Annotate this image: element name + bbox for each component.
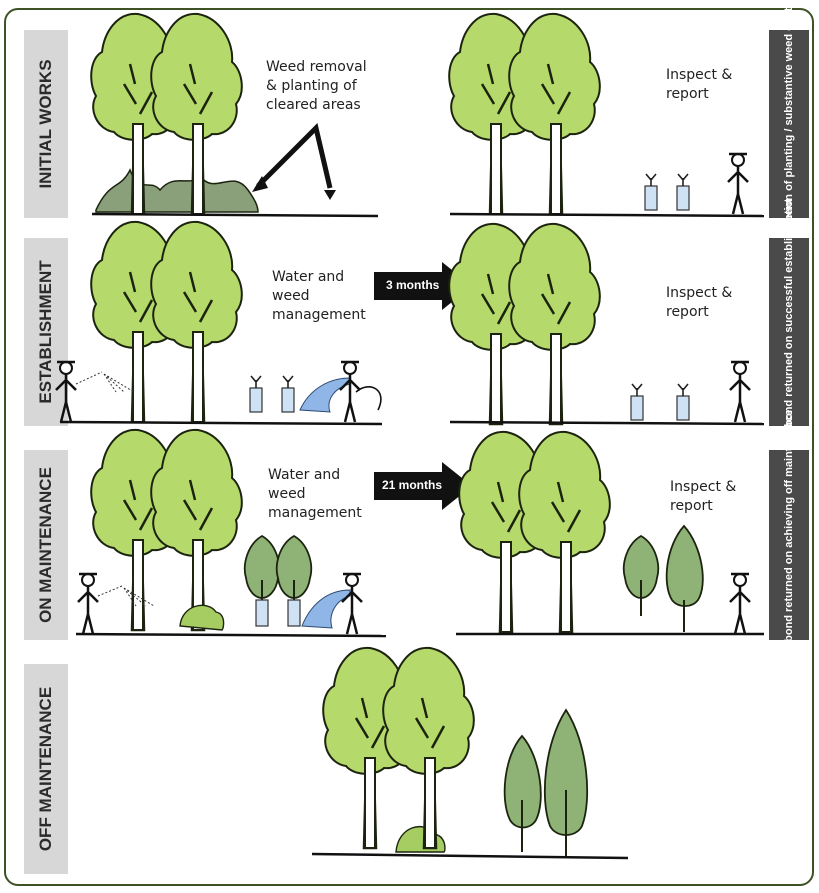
outcome-label-on-maintenance: 10% of bond returned on achieving off ma… [769, 410, 809, 680]
note-inspect-report-3: Inspect & report [670, 479, 737, 514]
outcome-label-establishment: 90% of bond returned on successful estab… [769, 199, 809, 465]
scene-off-maintenance [311, 646, 629, 860]
note-water-weed-2: Water and weed management [268, 467, 362, 521]
stage-label-off-maintenance: OFF MAINTENANCE [24, 664, 68, 874]
arrow-21-months [374, 462, 472, 510]
scene-initial-right [447, 12, 765, 218]
stage-label-initial-works: INITIAL WORKS [24, 30, 68, 218]
note-water-weed-1: Water and weed management [272, 269, 366, 323]
arrow-label-21-months: 21 months [382, 478, 443, 492]
note-inspect-report-1: Inspect & report [666, 67, 733, 102]
stage-label-establishment: ESTABLISHMENT [24, 238, 68, 426]
outcome-label-initial-works: Completion of planting / substantive wee… [769, 0, 809, 254]
note-inspect-report-2: Inspect & report [666, 285, 733, 320]
stage-label-on-maintenance: ON MAINTENANCE [24, 450, 68, 640]
arrow-3-months [374, 262, 472, 310]
scene-initial-left [89, 12, 379, 218]
scene-on-maintenance-right [456, 430, 764, 636]
scene-on-maintenance-left [75, 428, 387, 638]
scene-establishment-left [54, 220, 383, 426]
scene-establishment-right [447, 222, 765, 426]
note-weed-removal: Weed removal & planting of cleared areas [266, 59, 367, 113]
arrow-label-3-months: 3 months [386, 278, 440, 292]
